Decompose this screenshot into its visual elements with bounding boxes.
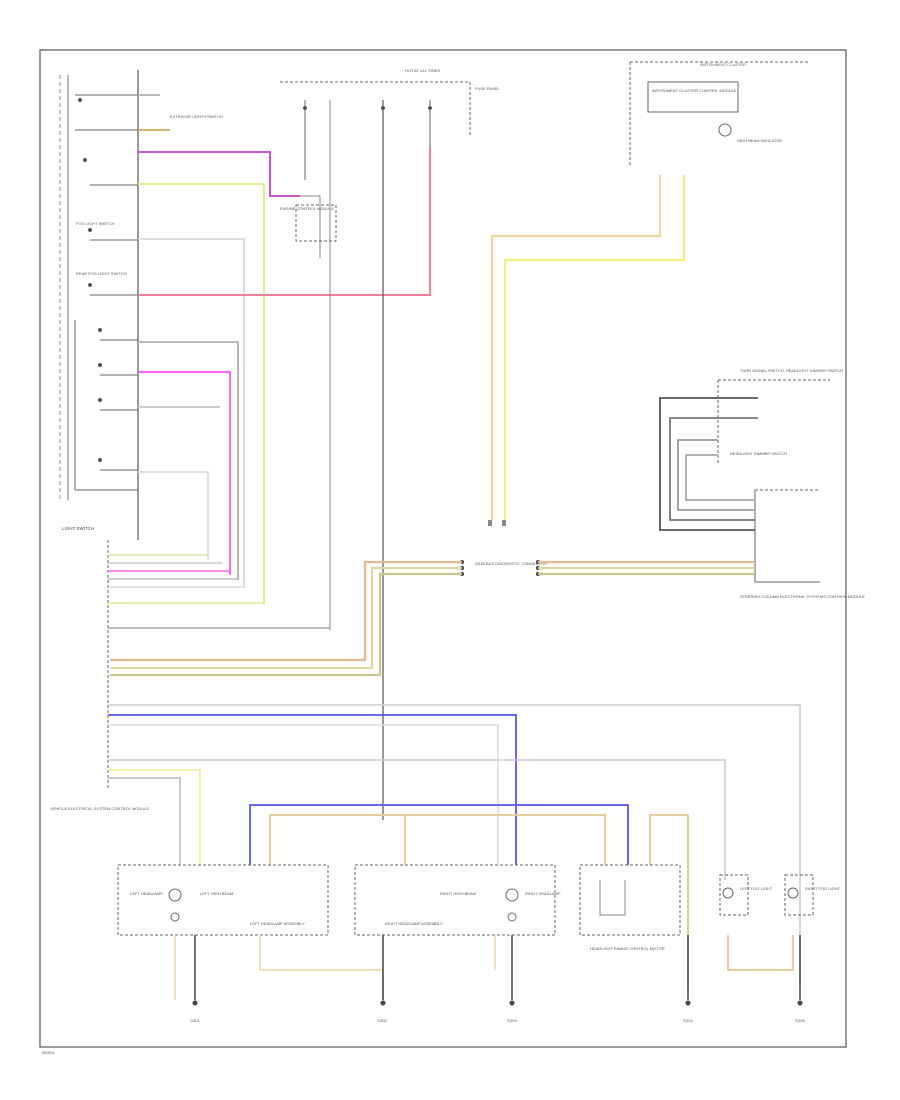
- exterior-lights-switch-label: EXTERIOR LIGHTS SWITCH: [170, 114, 223, 119]
- instrument-cluster: [629, 61, 810, 165]
- fog-light-wire: [727, 935, 794, 971]
- data-bus-connector: [460, 520, 540, 576]
- ground-symbols: [192, 1000, 803, 1006]
- data-bus-wires: [110, 560, 755, 677]
- steering-column-module-label: STEERING COLUMN ELECTRONIC SYSTEMS CONTR…: [740, 594, 865, 599]
- fog-light-switch-label: FOG LIGHT SWITCH: [76, 221, 114, 226]
- ground-label-3: G303: [507, 1018, 518, 1023]
- steering-column-module: [717, 379, 830, 583]
- headlamp-bus-wires: [249, 804, 689, 988]
- data-bus-connector-label: DATA BUS DIAGNOSTIC CONNECTOR: [475, 561, 547, 566]
- fog-lights: [719, 874, 814, 916]
- right-fog-light-label: RIGHT FOG LIGHT: [805, 886, 841, 891]
- cluster-bus-wires: [490, 175, 686, 520]
- module-connector-wires: [108, 554, 801, 985]
- engine-control-label: ENGINE CONTROL MODULE: [280, 206, 334, 211]
- diagram-id: W1001: [42, 1050, 55, 1055]
- headlight-range-control-label: HEADLIGHT RANGE CONTROL MOTOR: [590, 946, 665, 951]
- headlight-dimmer-switch-label: HEADLIGHT DIMMER SWITCH: [730, 451, 787, 456]
- fuse-block-title: HOT AT ALL TIMES: [405, 68, 440, 73]
- fuse-panel: [280, 81, 471, 820]
- fuse-panel-label: FUSE PANEL: [475, 86, 500, 91]
- left-headlamp-assembly-label: LEFT HEADLAMP ASSEMBLY: [250, 921, 305, 926]
- light-switch-label: LIGHT SWITCH: [62, 526, 94, 531]
- instrument-cluster-header: INSTRUMENT CLUSTER: [700, 62, 746, 67]
- headlight-range-control: [579, 864, 681, 936]
- ground-label-2: G302: [377, 1018, 388, 1023]
- right-high-beam-label: RIGHT HIGH BEAM: [440, 891, 476, 896]
- ground-wires: [174, 935, 801, 1000]
- light-switch: [59, 70, 139, 540]
- left-headlamp-assembly: [117, 864, 329, 936]
- diagram-border: [39, 49, 847, 1048]
- right-headlamp-assembly: [354, 864, 556, 936]
- left-headlamp-label: LEFT HEADLAMP: [130, 891, 163, 896]
- rear-fog-switch-label: REAR FOG LIGHT SWITCH: [76, 271, 127, 276]
- ground-label-5: G305: [795, 1018, 806, 1023]
- right-headlamp-assembly-label: RIGHT HEADLAMP ASSEMBLY: [385, 921, 443, 926]
- left-fog-light-label: LEFT FOG LIGHT: [740, 886, 773, 891]
- right-headlamp-label: RIGHT HEADLAMP: [525, 891, 561, 896]
- left-high-beam-label: LEFT HIGH BEAM: [200, 891, 233, 896]
- light-switch-wires: [138, 94, 431, 605]
- ground-label-1: G301: [190, 1018, 201, 1023]
- turn-signal-switch-label: TURN SIGNAL SWITCH, HEADLIGHT DIMMER SWI…: [740, 368, 843, 373]
- ground-label-4: G304: [683, 1018, 694, 1023]
- instrument-cluster-box-label: INSTRUMENT CLUSTER CONTROL MODULE: [652, 88, 737, 93]
- vehicle-electrical-module-label: VEHICLE ELECTRICAL SYSTEM CONTROL MODULE: [50, 806, 149, 811]
- steering-module-wires: [659, 397, 758, 531]
- panel-dimmer-label: HIGH BEAM INDICATOR: [737, 138, 782, 143]
